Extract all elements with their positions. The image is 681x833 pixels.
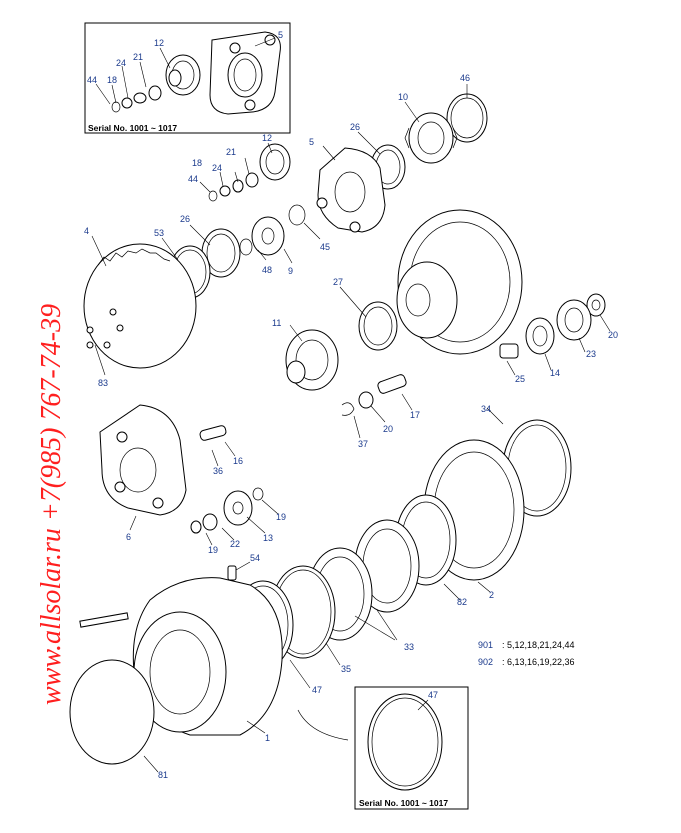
part-label: 16 xyxy=(233,456,243,466)
part-label: 14 xyxy=(550,368,560,378)
part-label: 44 xyxy=(188,174,198,184)
part-label: 19 xyxy=(276,512,286,522)
kit-legend: 901 : 5,12,18,21,24,44 902 : 6,13,16,19,… xyxy=(478,640,575,667)
carrier-4 xyxy=(83,243,197,369)
part-label: 5 xyxy=(309,137,314,147)
part-label: 25 xyxy=(515,374,525,384)
part-label: 48 xyxy=(262,265,272,275)
part-label: 81 xyxy=(158,770,168,780)
inset-seal-47 xyxy=(367,693,443,791)
part-label: 45 xyxy=(320,242,330,252)
part-label: 19 xyxy=(208,545,218,555)
part-label: 46 xyxy=(460,73,470,83)
part-label: 26 xyxy=(350,122,360,132)
part-label: 10 xyxy=(398,92,408,102)
part-label: 12 xyxy=(154,38,164,48)
part-label: 26 xyxy=(180,214,190,224)
part-label: 34 xyxy=(481,404,491,414)
part-label: 18 xyxy=(107,75,117,85)
part-label: 21 xyxy=(226,147,236,157)
part-label: 12 xyxy=(262,133,272,143)
part-labels: 5 12 21 24 18 44 46 10 26 5 12 21 24 18 … xyxy=(84,30,618,780)
legend-parts-901: : 5,12,18,21,24,44 xyxy=(502,640,575,650)
part-label: 22 xyxy=(230,539,240,549)
part-label: 9 xyxy=(288,266,293,276)
lower-assembly xyxy=(69,419,572,765)
inset-bottom-frame xyxy=(354,686,469,810)
gear-10 xyxy=(408,112,454,164)
inset-bottom-serial: Serial No. 1001 ~ 1017 xyxy=(359,798,448,808)
legend-key-901: 901 xyxy=(478,640,493,650)
gear-9 xyxy=(251,216,285,256)
inset-top xyxy=(84,22,291,134)
legend-key-902: 902 xyxy=(478,657,493,667)
leader-lines xyxy=(91,37,611,773)
part-label: 1 xyxy=(265,733,270,743)
part-label: 24 xyxy=(116,58,126,68)
carrier-5 xyxy=(317,147,386,233)
inset-top-serial: Serial No. 1001 ~ 1017 xyxy=(88,123,177,133)
part-label: 33 xyxy=(404,642,414,652)
watermark-text: www.allsolar.ru +7(985) 767-74-39 xyxy=(36,304,67,705)
part-label: 17 xyxy=(410,410,420,420)
part-label: 27 xyxy=(333,277,343,287)
part-label: 53 xyxy=(154,228,164,238)
o-ring-81 xyxy=(69,659,155,765)
part-label: 4 xyxy=(84,226,89,236)
part-label: 24 xyxy=(212,163,222,173)
part-label: 23 xyxy=(586,349,596,359)
center-hub xyxy=(285,209,606,416)
part-label: 47 xyxy=(428,690,438,700)
part-label: 11 xyxy=(272,318,281,328)
upper-assembly xyxy=(83,93,488,369)
carrier-6 xyxy=(99,404,187,516)
part-label: 6 xyxy=(126,532,131,542)
part-label: 20 xyxy=(608,330,618,340)
part-label: 5 xyxy=(278,30,283,40)
legend-parts-902: : 6,13,16,19,22,36 xyxy=(502,657,575,667)
part-label: 54 xyxy=(250,553,260,563)
part-label: 44 xyxy=(87,75,97,85)
part-label: 13 xyxy=(263,533,273,543)
carrier-6-group xyxy=(99,404,264,534)
part-label: 82 xyxy=(457,597,467,607)
part-label: 83 xyxy=(98,378,108,388)
part-label: 21 xyxy=(133,52,143,62)
part-label: 18 xyxy=(192,158,202,168)
part-label: 20 xyxy=(383,424,393,434)
part-label: 36 xyxy=(213,466,223,476)
inset-top-frame xyxy=(84,22,291,134)
part-label: 2 xyxy=(489,590,494,600)
inset-bottom xyxy=(297,686,469,810)
part-label: 47 xyxy=(312,685,322,695)
part-label: 37 xyxy=(358,439,368,449)
part-label: 35 xyxy=(341,664,351,674)
